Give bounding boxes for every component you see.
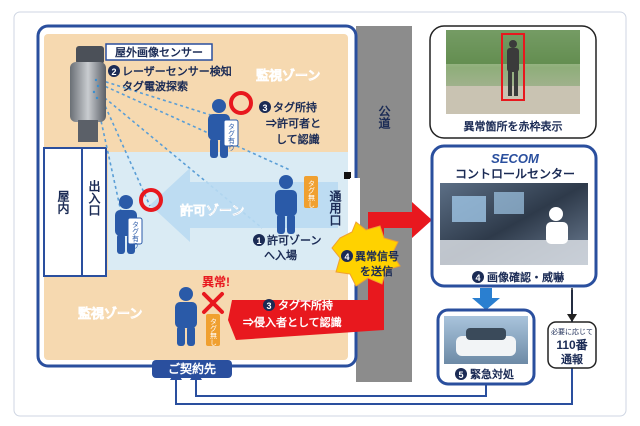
step-2-number: 2	[111, 67, 116, 77]
person-icon	[275, 175, 297, 234]
control-room-monitor	[494, 192, 524, 214]
tag-badge-yes-top	[223, 119, 239, 147]
road-label: 公道	[377, 105, 391, 130]
tag-badge-yes-left	[127, 217, 143, 245]
step-4-confirm-label: 画像確認・威嚇	[487, 270, 564, 284]
step-4-confirm-badge	[472, 271, 484, 283]
gate-label: 通用口	[328, 189, 342, 227]
police-connector-arrow	[567, 314, 577, 322]
secom-logo: SECOM	[491, 151, 540, 166]
sensor-step-line2: タグ電波探索	[122, 79, 188, 93]
step-3-ng-badge	[263, 299, 275, 311]
building-door	[81, 147, 107, 277]
red-circle-icon	[229, 91, 253, 115]
step-3-ng-number: 3	[266, 301, 271, 311]
control-room-desk	[440, 240, 588, 265]
step-3-ng-line2: ⇒侵入者として認識	[243, 315, 342, 329]
red-circle-icon	[139, 188, 163, 212]
tag-no-bottom-label: タグ無し	[210, 318, 218, 346]
tag-no-right-label: タグ無し	[308, 180, 316, 208]
alarm-label: 異常!	[202, 274, 230, 289]
step-4-signal-number: 4	[344, 252, 349, 262]
car-window	[466, 328, 506, 340]
operator-figure	[546, 207, 568, 244]
step-4-signal-line2: を送信	[360, 264, 393, 278]
sensor-step-line1: レーザーセンサー検知	[122, 64, 232, 78]
monitor-zone-label-top: 監視ゾーン	[256, 68, 320, 83]
sensor-title-box	[105, 43, 213, 61]
control-room-monitor	[452, 196, 486, 222]
entrance-label: 出入口	[87, 179, 101, 217]
outdoor-image-sensor-icon	[70, 46, 106, 142]
red-x-icon	[202, 292, 224, 314]
gate-marker-top	[344, 172, 351, 179]
tag-badge-no-bottom	[206, 314, 220, 346]
step-3-ok-line1: タグ所持	[273, 100, 317, 114]
step-3-ok-number: 3	[262, 103, 267, 113]
step-2-badge	[108, 65, 120, 77]
step-5-number: 5	[458, 370, 463, 380]
dispatch-arrow	[472, 288, 500, 310]
step-4-signal-line1: 異常信号	[355, 249, 399, 263]
step-5-label: 緊急対処	[470, 367, 515, 381]
intruder-highlight-box	[501, 33, 525, 101]
step-3-ok-badge	[259, 101, 271, 113]
contractor-label: ご契約先	[168, 361, 216, 376]
intruder-figure	[507, 40, 519, 96]
camera-caption: 異常箇所を赤枠表示	[464, 119, 563, 133]
step-3-ok-line3: して認識	[276, 132, 320, 146]
indoor-label: 屋内	[56, 190, 70, 215]
tag-yes-left-label: タグ有り	[132, 221, 140, 249]
step-3-ng-line1: タグ不所持	[278, 298, 333, 312]
permit-zone-label: 許可ゾーン	[180, 203, 244, 218]
car-body	[456, 336, 516, 356]
signal-badge	[331, 221, 401, 287]
tag-badge-no-right	[304, 176, 318, 208]
monitor-zone-label-bottom: 監視ゾーン	[78, 306, 142, 321]
step-5-badge	[455, 368, 467, 380]
step-1-badge	[253, 234, 265, 246]
tag-yes-top-label: タグ有り	[228, 123, 236, 151]
police-call-box	[547, 321, 597, 369]
step-4-signal-badge	[341, 250, 353, 262]
step-1-line1: 許可ゾーン	[267, 233, 321, 247]
step-1-number: 1	[256, 236, 261, 246]
step-1-line2: へ入場	[264, 248, 297, 262]
sensor-title: 屋外画像センサー	[115, 45, 203, 59]
person-icon	[175, 287, 197, 346]
police-line1: 必要に応じて	[551, 327, 593, 336]
contractor-tab	[152, 360, 232, 378]
police-line3: 通報	[561, 352, 584, 366]
control-center-title: コントロールセンター	[455, 167, 575, 181]
police-line2: 110番	[556, 337, 588, 352]
step-3-ok-line2: ⇒許可者と	[266, 116, 321, 130]
step-4-confirm-number: 4	[475, 273, 480, 283]
emergency-loop	[195, 376, 487, 397]
gate-opening	[350, 178, 360, 242]
